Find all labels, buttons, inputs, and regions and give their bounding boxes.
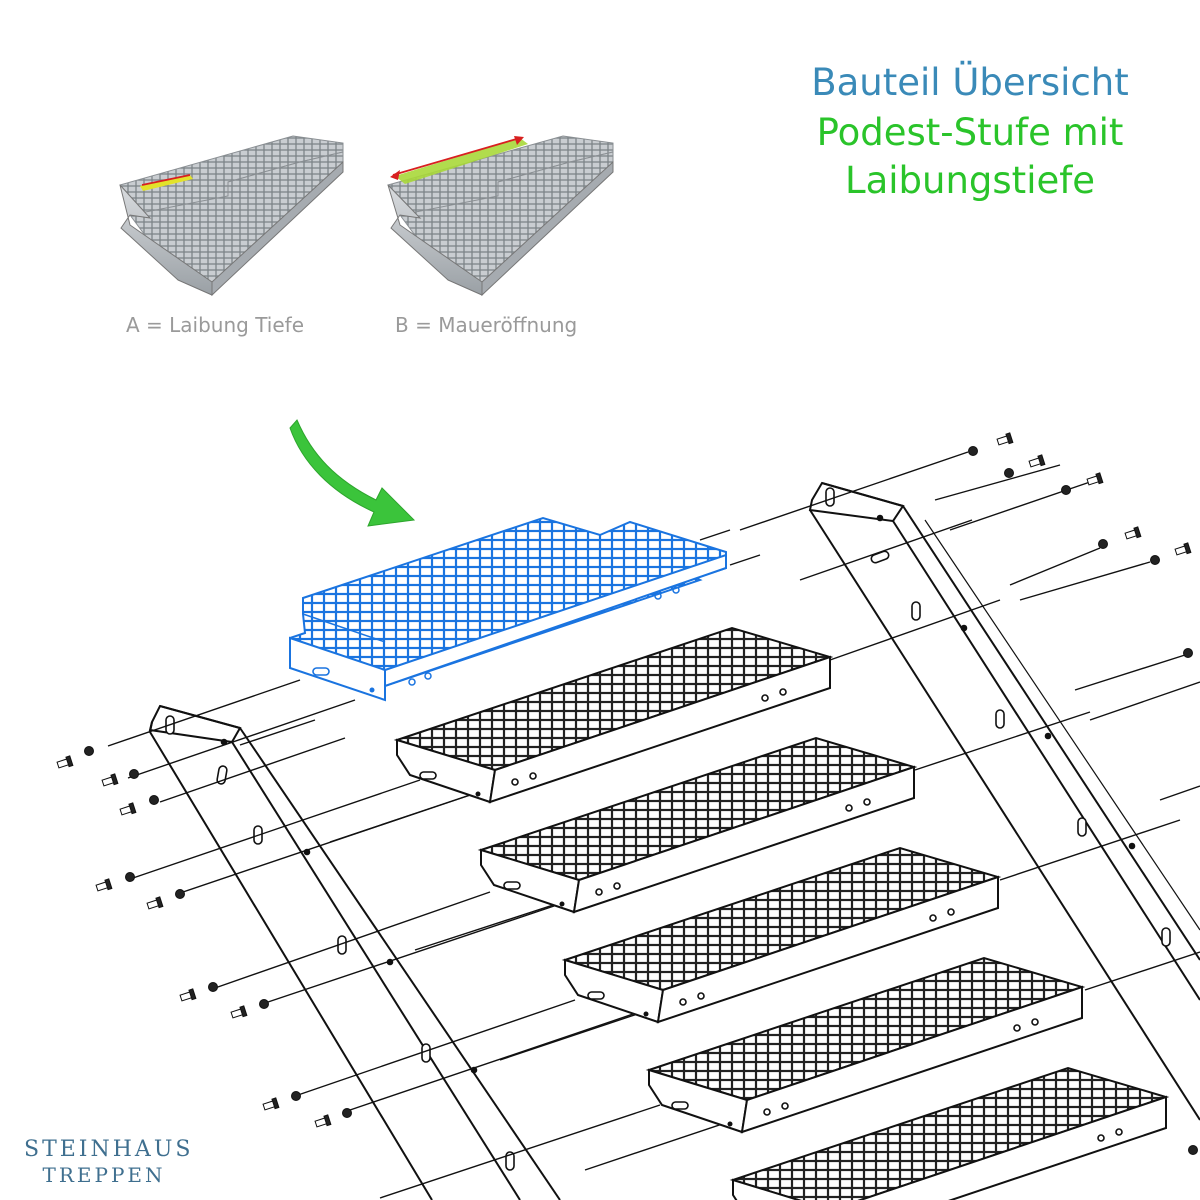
step-2 [477,736,918,914]
logo-line-1: STEINHAUS [24,1137,194,1162]
pointer-arrow-icon [289,419,416,527]
brand-logo: STEINHAUS TREPPEN [24,1137,194,1187]
step-5 [729,1066,1170,1200]
thumbnail-b [387,135,614,297]
landing-step-highlighted [289,516,727,702]
heading-line-3: Laibungstiefe [844,159,1096,202]
logo-line-2: TREPPEN [42,1163,166,1187]
heading-line-2: Podest-Stufe mit [816,111,1124,154]
thumbnail-a [119,135,344,297]
step-4 [645,956,1086,1134]
step-3 [561,846,1002,1024]
step-1 [393,626,834,804]
caption-a: A = Laibung Tiefe [126,313,305,337]
caption-b: B = Maueröffnung [395,313,578,337]
heading-line-1: Bauteil Übersicht [811,61,1129,104]
bolts-right [968,432,1198,1155]
bolts-left [56,746,352,1128]
stringer-holes [165,487,1171,1171]
